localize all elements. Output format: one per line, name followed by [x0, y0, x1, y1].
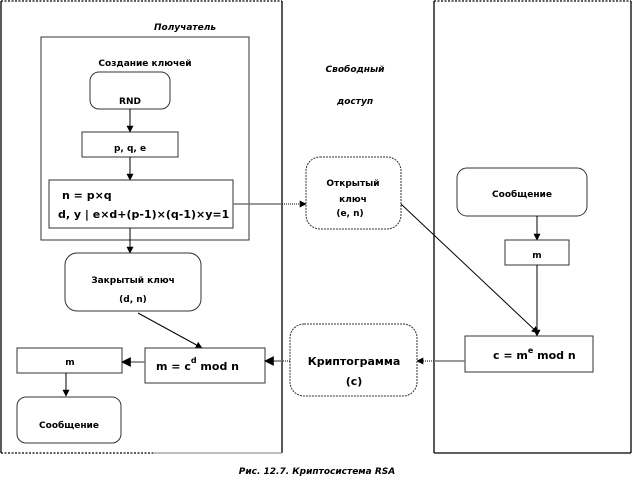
public-key-box — [305, 156, 402, 230]
encrypt-formula-suffix: mod n — [533, 349, 575, 362]
free-access-label-1: Свободный — [326, 64, 386, 75]
rnd-label: RND — [119, 97, 141, 107]
public-key-line1: Открытый — [326, 179, 379, 189]
public-key-line2: ключ — [339, 195, 367, 205]
cryptogram-box — [289, 323, 418, 397]
decrypt-formula-prefix: m = c — [156, 360, 191, 373]
decrypt-exponent: d — [191, 356, 197, 365]
key-formula-line2: d, y | e×d+(p-1)×(q-1)×y=1 — [58, 208, 229, 221]
receiver-m-label: m — [65, 358, 74, 368]
receiver-m-box — [16, 347, 123, 374]
encrypt-box — [464, 335, 594, 373]
pqe-label: p, q, e — [114, 144, 146, 154]
cryptogram-line2: (c) — [346, 375, 363, 388]
decrypt-box — [144, 347, 266, 384]
decrypt-formula: m = cd mod n — [156, 356, 239, 373]
receiver-zone — [0, 0, 283, 454]
pqe-box — [81, 131, 179, 158]
receiver-message-box — [16, 396, 122, 444]
encrypt-formula-prefix: c = m — [493, 349, 528, 362]
private-key-line2: (d, n) — [119, 295, 147, 305]
sender-zone — [433, 0, 632, 454]
cryptogram-line1: Криптограмма — [308, 355, 401, 368]
free-access-label-2: доступ — [336, 97, 373, 107]
sender-m-label: m — [532, 251, 541, 261]
receiver-message-label: Сообщение — [39, 420, 99, 431]
private-key-box — [64, 252, 202, 312]
arrow-private-key-to-decrypt — [137, 312, 203, 349]
sender-message-box — [456, 167, 588, 217]
sender-m-box — [504, 239, 570, 266]
decrypt-formula-suffix: mod n — [197, 360, 239, 373]
key-generation-title: Создание ключей — [98, 59, 191, 69]
private-key-line1: Закрытый ключ — [91, 276, 175, 286]
arrow-public-key-to-encrypt — [400, 203, 539, 334]
sender-message-label: Сообщение — [492, 189, 552, 200]
key-formula-box — [48, 179, 234, 229]
encrypt-exponent: e — [528, 346, 534, 355]
key-formula-line1: n = p×q — [62, 189, 112, 202]
public-key-line3: (e, n) — [336, 209, 363, 219]
figure-caption: Рис. 12.7. Криптосистема RSA — [239, 467, 396, 477]
receiver-title: Получатель — [154, 23, 216, 33]
encrypt-formula: c = me mod n — [493, 346, 576, 362]
